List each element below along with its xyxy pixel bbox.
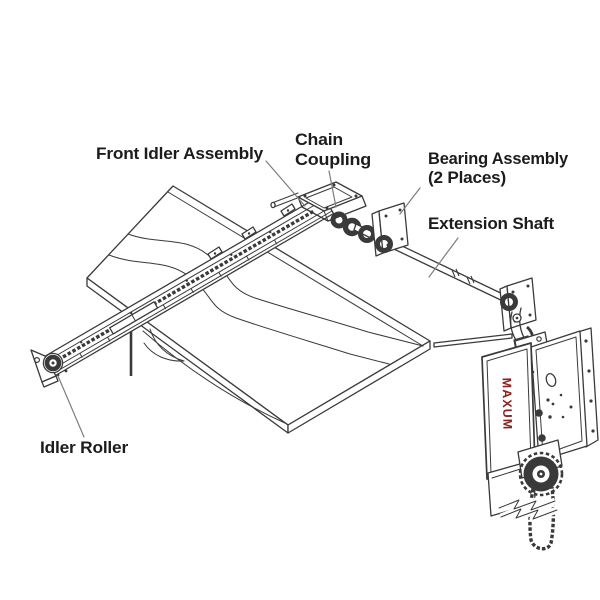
leader-lines xyxy=(57,160,459,438)
sprocket-teeth xyxy=(518,451,564,497)
rail-mount-tabs xyxy=(207,203,296,260)
hanging-chain-group xyxy=(497,486,559,551)
table-front-drape xyxy=(142,330,288,425)
idler-roller xyxy=(44,354,62,372)
motor-boss-2 xyxy=(538,434,546,442)
leader-bearing-assembly xyxy=(399,187,421,215)
label-bearing-assembly-line2: (2 Places) xyxy=(428,168,506,187)
front-idler-assembly xyxy=(270,181,367,222)
idler-frame-opening xyxy=(305,186,353,209)
idler-shaft-stub xyxy=(271,192,299,204)
rail-end-foot xyxy=(41,375,59,388)
label-front-idler-assembly: Front Idler Assembly xyxy=(96,144,264,163)
hanging-chain xyxy=(528,486,556,551)
motor-body xyxy=(530,330,588,462)
end-cap-hole xyxy=(33,357,40,364)
leader-idler-roller xyxy=(57,375,85,438)
motor-boss-1 xyxy=(535,409,543,417)
label-bearing-assembly-line1: Bearing Assembly xyxy=(428,149,569,168)
rail-drive-chain xyxy=(62,209,315,359)
shaft-collars xyxy=(451,268,475,285)
belt-drape-curve-1 xyxy=(127,233,424,347)
callout-labels: Front Idler Assembly Chain Coupling Bear… xyxy=(40,130,569,457)
tie-rod-bar xyxy=(433,333,513,348)
label-idler-roller: Idler Roller xyxy=(40,438,129,457)
table-edge-lip-right xyxy=(287,340,431,434)
table-rim-line xyxy=(167,191,424,347)
maxum-brand-label: MAXUM xyxy=(500,378,515,431)
bearing2-plate xyxy=(506,277,537,329)
leader-extension-shaft xyxy=(428,237,459,278)
label-chain-coupling-line1: Chain xyxy=(295,130,343,149)
bearing2-ring xyxy=(500,293,518,311)
bearing1-plate xyxy=(378,202,409,254)
belt-drape-curve-2 xyxy=(108,254,390,365)
motor-body-slot xyxy=(545,373,557,387)
label-chain-coupling-line2: Coupling xyxy=(295,150,371,169)
motor-body-inner-border xyxy=(535,336,583,456)
bearing-assembly-1 xyxy=(371,202,409,257)
tie-rod xyxy=(433,333,513,348)
break-symbol xyxy=(497,496,559,523)
drape-fold-curl xyxy=(143,328,185,362)
rail-rivets xyxy=(80,230,272,344)
leader-front-idler xyxy=(265,160,306,207)
idler-roller-hub xyxy=(51,361,55,365)
rail-cross-ticks xyxy=(79,239,278,358)
drive-sprocket-group xyxy=(517,439,564,497)
leader-chain-coupling xyxy=(328,170,337,208)
bearing-assembly-2 xyxy=(499,277,537,332)
rail-carriage xyxy=(109,301,159,335)
bearing1-ring xyxy=(375,235,393,253)
idler-roller-assembly xyxy=(30,349,68,388)
label-extension-shaft: Extension Shaft xyxy=(428,214,555,233)
conveyor-rail xyxy=(30,181,367,388)
